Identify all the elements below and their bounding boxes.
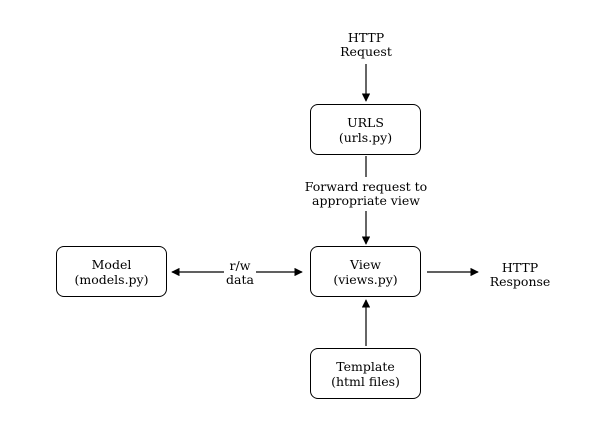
rw-data-line1: r/w [229, 258, 251, 273]
urls-node-file: (urls.py) [338, 129, 393, 145]
model-node-title: Model [91, 256, 132, 272]
http-request-label: HTTP Request [326, 30, 406, 60]
template-node-title: Template [336, 358, 395, 374]
forward-label-line2: appropriate view [312, 193, 420, 208]
forward-request-label: Forward request to appropriate view [300, 177, 432, 211]
view-node-file: (views.py) [333, 271, 398, 287]
view-node-title: View [350, 256, 381, 272]
urls-node-title: URLS [347, 114, 384, 130]
view-node: View (views.py) [310, 246, 421, 297]
forward-label-line1: Forward request to [304, 179, 428, 194]
template-node-file: (html files) [331, 373, 400, 389]
http-request-line2: Request [340, 44, 392, 59]
http-response-line2: Response [489, 274, 551, 289]
http-response-line1: HTTP [501, 260, 539, 275]
model-node: Model (models.py) [56, 246, 167, 297]
http-request-line1: HTTP [347, 30, 385, 45]
model-node-file: (models.py) [74, 271, 149, 287]
http-response-label: HTTP Response [484, 260, 556, 290]
rw-data-line2: data [226, 272, 254, 287]
rw-data-label: r/w data [224, 257, 256, 289]
template-node: Template (html files) [310, 348, 421, 399]
urls-node: URLS (urls.py) [310, 104, 421, 155]
